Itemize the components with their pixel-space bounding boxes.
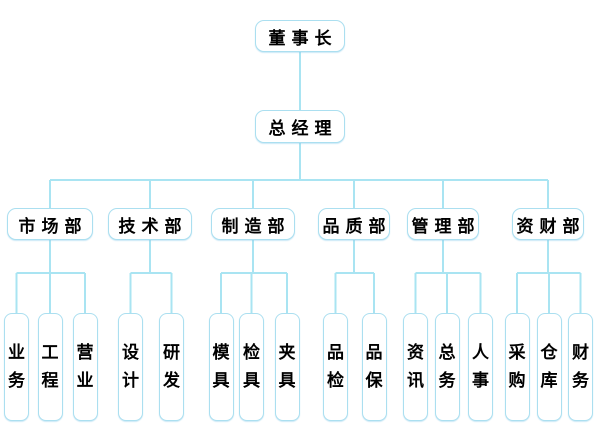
- department-node: 品质部: [318, 208, 390, 240]
- sub-department-node-label: 采购: [508, 343, 526, 391]
- sub-department-node: 采购: [504, 313, 530, 421]
- department-node-label: 资财部: [516, 216, 586, 237]
- sub-department-node: 检具: [239, 313, 264, 421]
- sub-department-node-label: 工程: [41, 343, 59, 391]
- sub-department-node-label: 营业: [76, 343, 94, 391]
- department-node: 技术部: [108, 208, 192, 240]
- sub-department-node: 仓库: [536, 313, 562, 421]
- sub-department-node-label: 仓库: [540, 343, 558, 391]
- sub-department-node-label: 业务: [8, 343, 25, 391]
- department-node-label: 管理部: [411, 216, 481, 237]
- sub-department-node-label: 财务: [572, 343, 589, 391]
- department-node: 制造部: [211, 208, 295, 240]
- sub-department-node: 业务: [4, 313, 29, 421]
- general-manager-node-label: 总经理: [268, 119, 338, 139]
- sub-department-node-label: 总务: [438, 343, 456, 391]
- department-node-label: 技术部: [118, 216, 188, 237]
- department-node-label: 制造部: [221, 216, 291, 237]
- sub-department-node-label: 资讯: [407, 343, 424, 391]
- sub-department-node: 总务: [434, 313, 460, 421]
- sub-department-node: 品保: [361, 313, 387, 421]
- sub-department-node-label: 模具: [212, 343, 230, 391]
- general-manager-node: 总经理: [255, 110, 345, 143]
- sub-department-node-label: 人事: [472, 343, 489, 391]
- department-node-label: 市场部: [18, 216, 88, 237]
- sub-department-node-label: 夹具: [278, 343, 296, 391]
- sub-department-node: 财务: [568, 313, 593, 421]
- chairman-node-label: 董事长: [268, 28, 338, 49]
- sub-department-node-label: 研发: [163, 343, 180, 391]
- department-node: 资财部: [512, 208, 584, 240]
- department-node: 管理部: [407, 208, 479, 240]
- sub-department-node: 营业: [72, 313, 98, 421]
- sub-department-node: 模具: [208, 313, 234, 421]
- sub-department-node-label: 设计: [122, 343, 139, 391]
- sub-department-node: 品检: [323, 313, 348, 421]
- sub-department-node: 设计: [118, 313, 143, 421]
- sub-department-node: 工程: [37, 313, 63, 421]
- sub-department-node-label: 品检: [327, 343, 344, 391]
- sub-department-node: 夹具: [274, 313, 300, 421]
- department-node-label: 品质部: [322, 216, 392, 237]
- chairman-node: 董事长: [255, 20, 345, 52]
- sub-department-node: 资讯: [403, 313, 428, 421]
- sub-department-node: 人事: [468, 313, 493, 421]
- sub-department-node: 研发: [159, 313, 184, 421]
- sub-department-node-label: 检具: [243, 343, 260, 391]
- sub-department-node-label: 品保: [365, 343, 383, 391]
- department-node: 市场部: [7, 208, 93, 240]
